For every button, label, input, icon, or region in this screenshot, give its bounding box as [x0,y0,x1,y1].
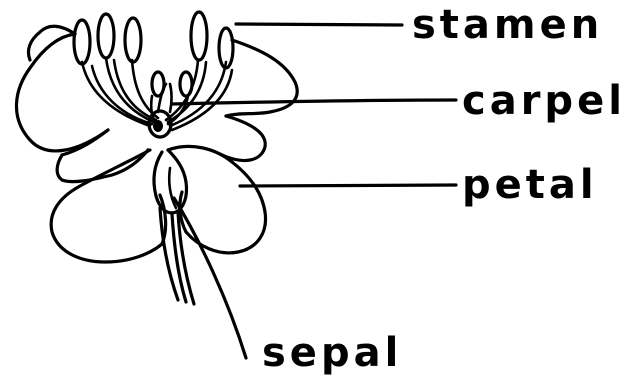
anther [125,18,141,62]
petal-right-tab [220,116,265,161]
anther [180,72,192,96]
petal-label: petal [462,162,598,208]
sepal-label: sepal [262,330,402,376]
stamen-label: stamen [412,2,603,48]
stamen-leader-line [236,24,402,25]
petal-back-left [16,32,108,151]
carpel-ovary-dot [154,121,162,131]
anther [74,20,90,64]
petal-front-right [168,146,266,252]
petal-leader-line [240,185,456,186]
anther [191,12,207,60]
carpel-leader-line [172,100,456,104]
anther [98,14,114,58]
sepal-leader-line [174,198,246,358]
carpel-label: carpel [462,78,626,124]
leader-lines [172,24,456,358]
petal-back-right [226,40,297,116]
stamen-filament [106,58,154,122]
carpel-style [158,84,172,112]
petal-front-left [51,150,165,262]
petal-left-tab [57,150,148,182]
stamen-group [82,58,232,130]
flower-drawing [16,12,297,304]
